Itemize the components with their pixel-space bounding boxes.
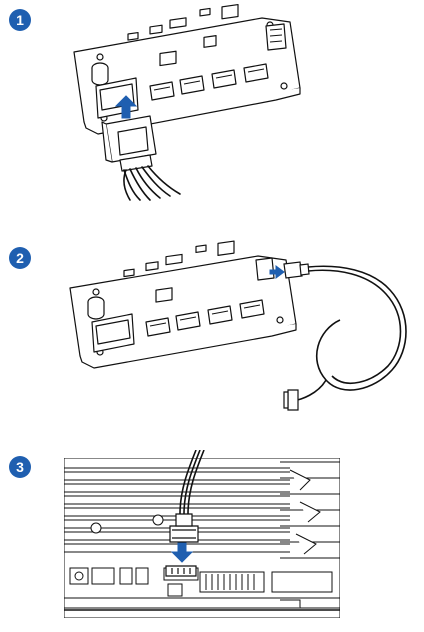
step-2-badge: 2 — [9, 247, 31, 269]
insert-arrow-icon — [170, 541, 194, 563]
step-1-illustration — [0, 0, 424, 210]
power-cable-connector — [101, 115, 157, 172]
step-2-illustration — [0, 230, 424, 430]
insert-arrow-icon — [269, 265, 285, 279]
step-3-illustration — [0, 450, 424, 632]
step-1-badge: 1 — [9, 9, 31, 31]
cable-plug-bottom — [283, 389, 299, 411]
motherboard-header-illustration — [64, 450, 340, 618]
fan-hub-board-power-illustration — [73, 3, 301, 201]
fan-hub-board-cable-illustration — [69, 240, 407, 411]
cable-connector — [169, 513, 199, 543]
extension-cable — [295, 265, 407, 401]
insert-arrow-icon — [114, 95, 138, 119]
cable-plug-top — [283, 261, 310, 279]
motherboard-fan-header — [165, 565, 197, 577]
step-3-badge: 3 — [9, 456, 31, 478]
cable-wires — [179, 450, 205, 515]
